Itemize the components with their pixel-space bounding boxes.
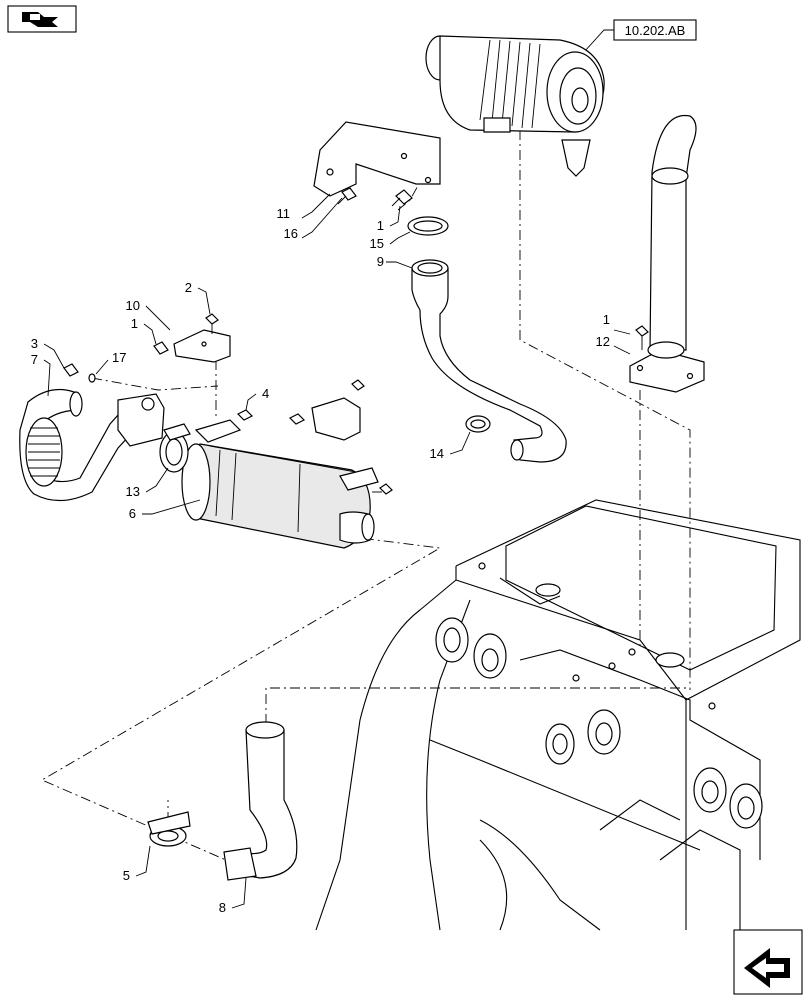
clamp-15 <box>407 216 449 236</box>
callout-9[interactable]: 9 <box>377 254 384 269</box>
reference-box[interactable]: 10.202.AB <box>613 19 697 41</box>
bolt-3 <box>63 363 79 377</box>
callout-1-left[interactable]: 1 <box>131 316 138 331</box>
callout-10[interactable]: 10 <box>126 298 140 313</box>
callout-7[interactable]: 7 <box>31 352 38 367</box>
callout-16[interactable]: 16 <box>284 226 298 241</box>
callout-13[interactable]: 13 <box>126 484 140 499</box>
clamp-13 <box>159 423 191 473</box>
callout-4[interactable]: 4 <box>262 386 269 401</box>
callout-1-upper[interactable]: 1 <box>377 218 384 233</box>
callout-5[interactable]: 5 <box>123 868 130 883</box>
tailpipe-8 <box>223 721 298 881</box>
leader-lines <box>43 193 631 909</box>
callout-12[interactable]: 12 <box>596 334 610 349</box>
callout-labels: 11 16 1 15 9 2 10 1 3 7 17 4 13 6 1 12 1… <box>31 206 610 915</box>
callout-8[interactable]: 8 <box>219 900 226 915</box>
book-arrow-icon[interactable] <box>7 5 77 33</box>
nut-4 <box>236 409 254 421</box>
bolt-1-upper <box>391 189 413 207</box>
machine-frame <box>315 499 801 931</box>
bolt-2 <box>205 313 219 334</box>
clamp-14 <box>465 415 491 433</box>
muffler-mount-bracket <box>288 379 393 495</box>
next-page-arrow-icon[interactable] <box>733 929 803 995</box>
bracket-10 <box>173 329 231 363</box>
callout-2[interactable]: 2 <box>185 280 192 295</box>
reference-label: 10.202.AB <box>625 23 686 38</box>
bolt-16 <box>337 187 357 205</box>
callout-15[interactable]: 15 <box>370 236 384 251</box>
bracket-11 <box>313 121 441 197</box>
muffler-6 <box>181 419 379 549</box>
bolt-1-stack <box>635 325 649 350</box>
callout-3[interactable]: 3 <box>31 336 38 351</box>
clamp-5 <box>147 811 191 847</box>
gasket-17 <box>88 373 96 383</box>
callout-6[interactable]: 6 <box>129 506 136 521</box>
callout-14[interactable]: 14 <box>430 446 444 461</box>
callout-17[interactable]: 17 <box>112 350 126 365</box>
callout-11[interactable]: 11 <box>277 206 291 221</box>
bolt-1-left <box>153 341 169 355</box>
intake-hose-9 <box>411 259 567 463</box>
exhaust-stack-12 <box>629 114 705 393</box>
flex-pipe-7 <box>19 389 165 502</box>
air-cleaner <box>425 35 605 177</box>
callout-1-stack[interactable]: 1 <box>603 312 610 327</box>
